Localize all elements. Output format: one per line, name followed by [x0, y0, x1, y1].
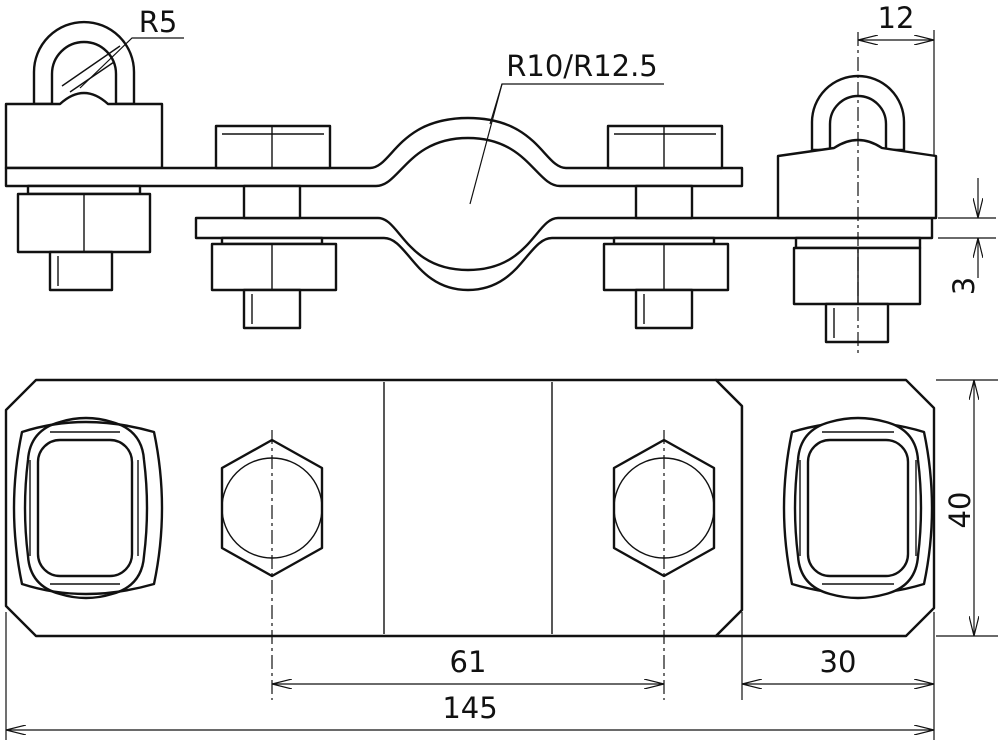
left-eye-bolt: [4, 20, 164, 170]
side-view: 12 3 R5 R10/R12.5: [4, 1, 996, 356]
dim-bolt-spacing: 61: [272, 645, 664, 684]
dim-thickness: 3: [938, 178, 996, 295]
right-hex-head: [606, 124, 724, 170]
dim-label-12: 12: [878, 1, 915, 35]
dim-label-r10: R10/R12.5: [506, 49, 658, 83]
right-eye-bolt: [776, 74, 938, 344]
upper-clamp-plate: [4, 116, 744, 188]
left-nut: [210, 236, 338, 330]
dim-end-distance: 30: [741, 612, 935, 740]
dim-label-145: 145: [442, 691, 497, 725]
top-view: 40 61 30 145: [4, 378, 998, 740]
dim-label-30: 30: [820, 645, 857, 679]
left-hex-head: [214, 124, 332, 170]
dim-label-r5: R5: [139, 5, 178, 39]
dim-label-61: 61: [450, 645, 487, 679]
dim-label-3: 3: [947, 277, 981, 295]
lower-clamp-plate: [194, 216, 934, 292]
left-eye-nut: [16, 184, 152, 292]
dim-offset-eye: 12: [858, 1, 935, 156]
leader-r5: R5: [79, 5, 184, 89]
dim-label-40: 40: [943, 492, 977, 529]
left-bolt-shank: [242, 184, 302, 220]
dim-height: 40: [936, 379, 998, 637]
right-bolt-shank: [634, 184, 694, 220]
right-nut: [602, 236, 730, 330]
top-eye-left: [12, 416, 164, 600]
top-eye-right: [782, 416, 934, 600]
leader-r10: R10/R12.5: [469, 49, 664, 205]
dim-overall-length: 145: [5, 612, 934, 740]
